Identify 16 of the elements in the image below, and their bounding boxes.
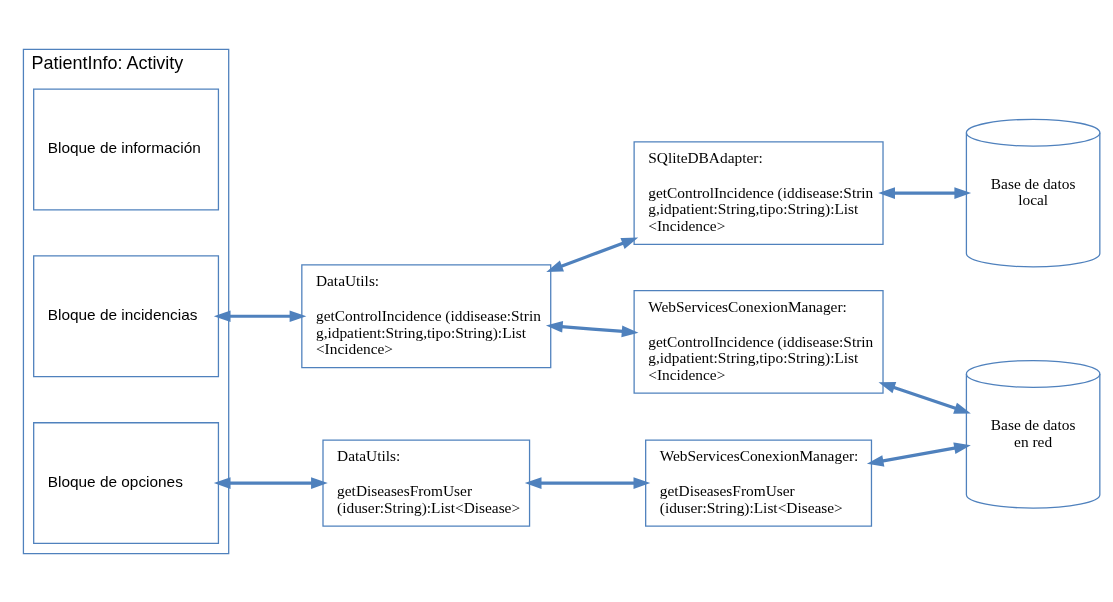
- node-box: Bloque de incidencias: [33, 254, 220, 377]
- node-box: WebServicesConexionManager: getDiseasesFromUser (iduser:String):List<Disease>: [645, 438, 873, 527]
- arrow: [524, 476, 651, 489]
- node-box: SQliteDBAdapter: getControlIncidence (iddisease:String,idpatient:String,tipo:String):List<Incidence>: [633, 140, 884, 245]
- arrow: [866, 441, 971, 467]
- node-box: DataUtils: getControlIncidence (iddisease:String,idpatient:String,tipo:String):List<Incidence>: [301, 263, 552, 368]
- node-box: Bloque de información: [33, 88, 220, 210]
- arrow: [878, 381, 971, 414]
- node-box: Bloque de opciones: [33, 421, 220, 544]
- arrow: [213, 309, 307, 322]
- node-box: DataUtils: getDiseasesFromUser (iduser:String):List<Disease>: [322, 438, 531, 527]
- node-box: WebServicesConexionManager: getControlIncidence (iddisease:String,idpatient:String,tipo:String):List<Incidence>: [633, 289, 884, 394]
- arrow: [878, 186, 972, 199]
- arrow: [213, 476, 328, 489]
- arrow: [546, 237, 639, 272]
- arrow: [545, 320, 639, 337]
